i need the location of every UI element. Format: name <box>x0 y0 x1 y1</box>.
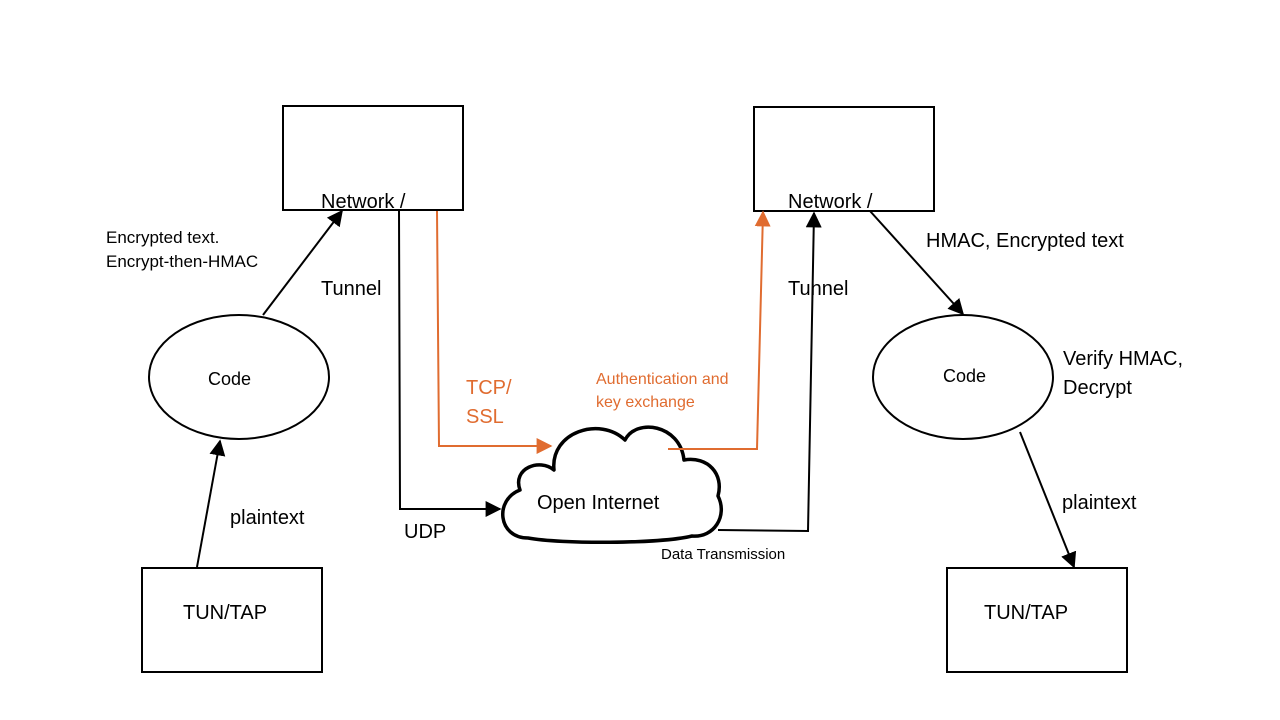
auth-key-exchange-arrow <box>668 210 771 450</box>
udp-arrow <box>398 210 502 517</box>
tcp-line1: TCP/ <box>466 377 512 399</box>
left-tun-tap-box <box>141 567 323 673</box>
encrypted-text-line1: Encrypted text. <box>106 228 220 247</box>
right-network-tunnel-box <box>753 106 935 212</box>
verify-hmac-label: Verify HMAC, Decrypt <box>1063 345 1183 403</box>
left-network-line1: Network / <box>321 191 406 213</box>
right-tun-tap-label: TUN/TAP <box>984 602 1069 624</box>
right-code-label: Code <box>943 366 987 386</box>
network-to-code-arrow-right <box>869 210 965 316</box>
tcp-ssl-label: TCP/ SSL <box>466 374 512 432</box>
left-plaintext-label: plaintext <box>230 507 305 529</box>
code-to-network-arrow-left <box>262 209 343 316</box>
right-network-line2: Tunnel <box>788 278 849 300</box>
left-network-line2: Tunnel <box>321 278 382 300</box>
encrypted-text-line2: Encrypt-then-HMAC <box>106 252 259 271</box>
right-network-tunnel-label: Network / Tunnel <box>788 130 872 333</box>
code-to-plaintext-arrow-right <box>1019 431 1077 569</box>
data-transmission-label: Data Transmission <box>661 546 786 563</box>
verify-line1: Verify HMAC, <box>1063 348 1184 370</box>
verify-line2: Decrypt <box>1063 377 1132 399</box>
udp-label: UDP <box>404 521 447 543</box>
tcp-ssl-arrow <box>436 210 553 454</box>
open-internet-label: Open Internet <box>537 492 660 514</box>
right-tun-tap-box <box>946 567 1128 673</box>
auth-line2: key exchange <box>596 394 695 411</box>
auth-key-exchange-label: Authentication and key exchange <box>596 368 729 414</box>
data-transmission-arrow <box>717 211 822 533</box>
left-network-tunnel-box <box>282 105 464 211</box>
hmac-encrypted-text-label: HMAC, Encrypted text <box>926 230 1124 252</box>
right-plaintext-label: plaintext <box>1062 492 1137 514</box>
right-network-line1: Network / <box>788 191 873 213</box>
auth-line1: Authentication and <box>596 371 729 388</box>
left-code-oval <box>148 314 330 440</box>
encrypted-text-label: Encrypted text. Encrypt-then-HMAC <box>106 226 258 274</box>
open-internet-cloud <box>501 425 724 545</box>
left-code-label: Code <box>208 369 252 389</box>
left-tun-tap-label: TUN/TAP <box>183 602 268 624</box>
tcp-line2: SSL <box>466 406 504 428</box>
plaintext-to-code-arrow-left <box>196 439 226 568</box>
left-network-tunnel-label: Network / Tunnel <box>321 130 405 333</box>
